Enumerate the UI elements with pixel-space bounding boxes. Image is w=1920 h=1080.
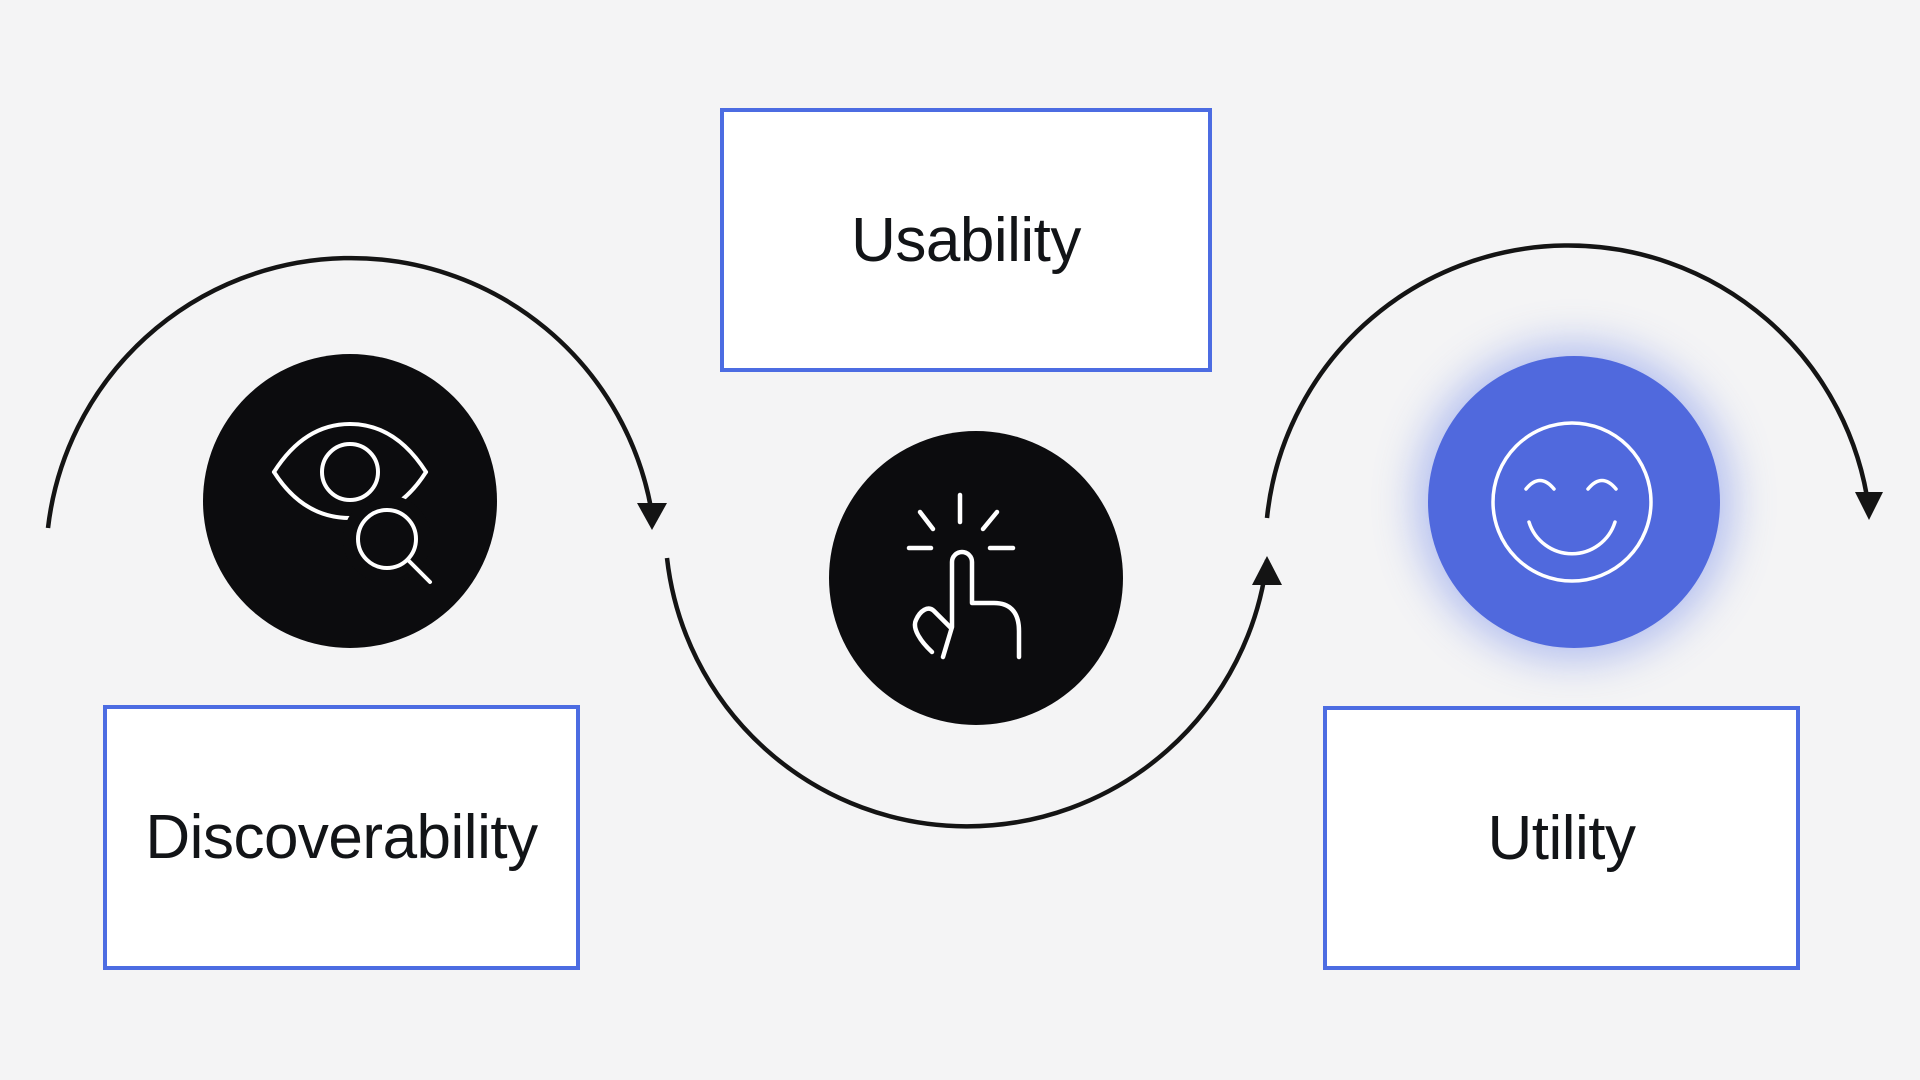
arrowhead-down-3	[1855, 492, 1883, 520]
label-box-utility: Utility	[1323, 706, 1800, 970]
smiley-face-icon	[1491, 421, 1653, 583]
discoverability-label: Discoverability	[145, 803, 538, 872]
eye-search-icon	[272, 421, 432, 584]
arrowhead-up-2	[1252, 556, 1282, 585]
arrow-arc-utility-onward	[1264, 243, 1872, 519]
arrow-arc-discoverability-to-usability	[45, 255, 655, 529]
tap-click-icon	[906, 492, 1022, 660]
node-circle-utility	[1428, 356, 1720, 648]
label-box-usability: Usability	[720, 108, 1212, 372]
node-circle-usability	[829, 431, 1123, 725]
arrowhead-down-1	[637, 503, 667, 530]
utility-label: Utility	[1487, 803, 1636, 873]
node-circle-discoverability	[203, 354, 497, 648]
arrow-arc-usability-to-utility	[664, 557, 1270, 829]
usability-label: Usability	[851, 205, 1081, 275]
label-box-discoverability: Discoverability	[103, 705, 580, 970]
